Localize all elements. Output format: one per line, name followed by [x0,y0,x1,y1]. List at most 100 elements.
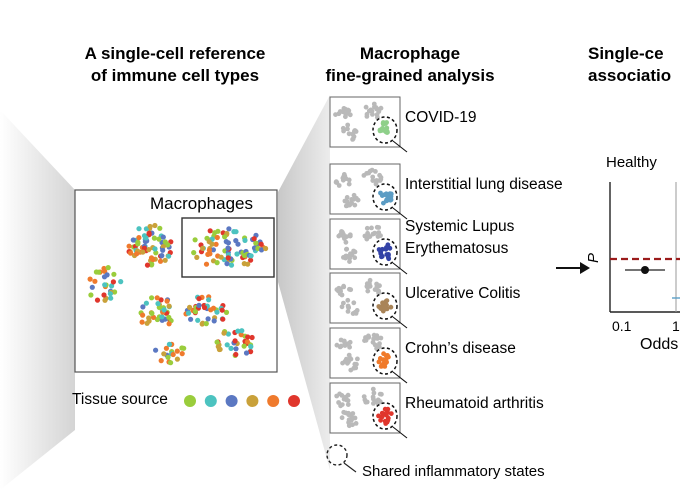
disease-cell-dot [385,409,390,415]
cell-dot [174,356,180,362]
cell-dot [235,328,241,334]
pointer-line [392,371,408,384]
grey-cell-dot [372,342,378,348]
cell-dot [146,247,152,253]
grey-cell-dot [376,288,382,294]
cell-dot [225,331,231,337]
cell-dot [153,250,159,256]
grey-cell-dot [341,283,346,289]
middle-title-line1: Macrophage [360,44,460,63]
cell-dot [140,304,146,310]
cell-dot [235,241,241,247]
disease-cell-dot [388,411,394,416]
grey-cell-dot [372,287,378,292]
cell-dot [89,284,95,290]
grey-cell-dot [353,421,359,426]
grey-cell-dot [339,304,345,310]
cell-dot [102,282,108,288]
cell-dot [179,345,185,351]
shared-state-pointer [343,462,357,473]
cell-dot [159,314,165,320]
cell-dot [239,328,245,334]
cell-dot [166,314,172,320]
inflammatory-state-circle-icon [372,292,398,320]
disease-cell-dot [377,356,383,361]
grey-cell-dot [352,255,358,261]
disease-label: Crohn’s disease [405,340,516,357]
cell-dot [196,302,202,308]
arrow-right-icon [580,262,590,274]
grey-cell-dot [347,233,353,239]
grey-cell-dot [377,341,382,346]
grey-cell-dot [378,105,384,111]
cell-dot [174,348,180,354]
cell-dot [166,253,172,259]
grey-cell-dot [345,303,351,309]
cell-dot [161,351,167,357]
cell-dot [244,339,250,345]
grey-cell-dot [371,390,377,396]
cell-dot [155,301,161,307]
cell-dot [210,247,216,253]
tissue-color-swatch-1 [184,395,196,407]
grey-cell-dot [338,343,344,349]
cell-dot [242,237,248,243]
cell-dot [165,354,171,360]
cell-dot [149,262,155,268]
cell-dot [248,344,254,350]
cell-dot [223,309,230,315]
cell-dot [105,265,111,271]
inflammatory-state-circle-icon [372,116,398,144]
grey-cell-dot [352,128,358,133]
grey-cell-dot [377,178,383,183]
disease-panel-1: COVID-19 [329,96,477,153]
grey-cell-dot [364,225,370,231]
cell-dot [94,297,101,303]
grey-cell-dot [354,195,359,201]
cell-dot [141,245,147,251]
healthy-label: Healthy [606,154,657,171]
grey-cell-dot [337,291,343,297]
cell-dot [96,269,102,275]
grey-cell-dot [349,417,354,423]
disease-label: COVID-19 [405,109,477,126]
grey-cell-dot [352,310,358,316]
mini-umap-frame [329,163,401,215]
grey-cell-dot [368,107,374,113]
cell-dot [148,255,155,261]
disease-cell-dot [378,417,383,423]
disease-cell-dot [381,351,386,357]
disease-cell-dot [388,197,393,203]
disease-cell-dot [387,245,393,251]
cell-dot [245,334,251,340]
grey-cell-dot [345,297,351,303]
cell-dot [203,261,210,267]
disease-label: Interstitial lung disease [405,176,563,193]
grey-cell-dot [370,178,376,184]
tissue-source-label: Tissue source [72,391,168,408]
cell-dot [170,351,176,358]
cell-dot [214,339,220,345]
x-tick-1: 1 [672,318,680,334]
cell-dot [156,236,162,242]
grey-cell-dot [366,333,371,339]
grey-cell-dot [345,122,351,128]
cell-dot [164,298,170,304]
grey-cell-dot [362,338,367,343]
disease-cell-dot [383,299,389,304]
cell-dot [139,319,145,325]
grey-cell-dot [343,394,349,400]
cell-dot [224,342,230,348]
disease-label: Systemic Lupus [405,218,515,235]
cell-dot [88,292,94,298]
tissue-color-swatch-5 [267,395,280,407]
grey-cell-dot [339,393,345,398]
disease-cell-dot [388,304,394,310]
grey-cell-dot [376,225,382,230]
tissue-color-swatch-2 [204,395,217,407]
grey-cell-dot [373,105,379,110]
cell-dot [160,234,166,240]
odds-ratio-point [641,266,649,274]
cell-dot [160,247,166,253]
